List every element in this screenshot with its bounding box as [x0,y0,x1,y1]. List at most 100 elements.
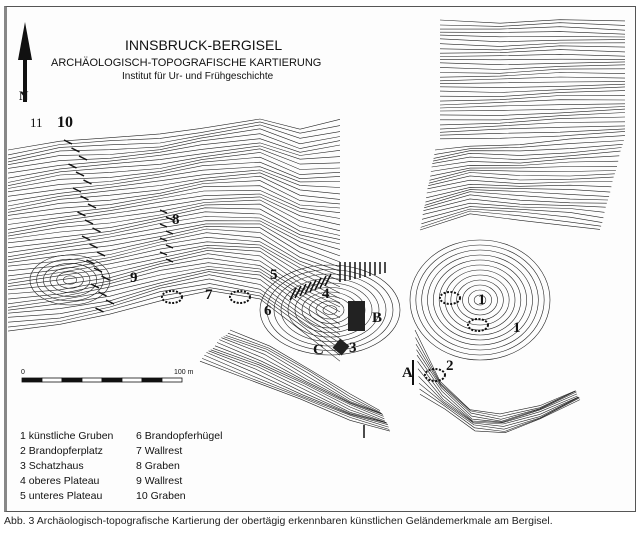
contour-line [7,244,341,294]
pit-symbol [229,290,251,304]
figure-caption: Abb. 3 Archäologisch-topografische Karti… [4,515,553,527]
contour-line [439,90,626,97]
graben-hachure [93,267,103,273]
graben-hachure [84,219,94,225]
legend-right: 6 Brandopferhügel 7 Wallrest 8 Graben 9 … [136,429,222,504]
legend-item: 3 Schatzhaus [20,460,84,472]
contour-line [7,169,341,202]
graben-hachure [71,147,80,153]
contour-line [439,34,626,38]
contour-line [7,211,341,245]
scale-bar-segment [81,377,103,383]
contour-line [433,144,623,159]
contour-line [439,31,626,35]
hachure [294,285,302,299]
hill-contour [433,259,527,341]
graben-hachure [83,179,92,185]
contour-line [431,155,620,168]
graben-hachure [92,227,101,233]
hachure [309,279,317,293]
scale-bar-segment [61,377,83,383]
hill-contour [56,271,84,289]
contour-line [414,329,576,415]
contour-line [206,352,388,425]
graben-hachure [63,139,73,145]
plateau-contour [308,296,352,324]
contour-line [439,42,626,47]
graben-hachure [87,203,97,209]
contour-line [212,348,386,423]
contour-line [434,135,626,151]
contour-line [7,223,341,263]
contour-line [439,53,626,57]
graben-hachure [81,235,91,241]
contour-line [7,156,341,189]
contour-line [429,169,616,181]
contour-line [221,337,384,415]
map-label-10: 10 [57,114,73,131]
contour-line [216,342,385,420]
scale-end: 100 m [174,369,194,376]
contour-line [7,128,341,163]
hachure [314,277,322,291]
contour-line [430,166,618,177]
graben-hachure [77,211,86,217]
hill-contour [409,239,551,361]
contour-line [7,166,341,197]
legend-left: 1 künstliche Gruben 2 Brandopferplatz 3 … [20,429,113,504]
scale-bar-segment [121,377,143,383]
contour-line [439,68,626,74]
legend-item: 2 Brandopferplatz [20,445,103,457]
contour-line [416,354,578,423]
contour-line [7,152,341,186]
scale-bar-segment [21,377,43,383]
graben-hachure [75,171,85,177]
hill-contour [49,267,91,293]
schatzhaus-building-B [348,301,365,331]
contour-line [7,193,341,225]
map-label-9: 9 [130,270,138,286]
contour-line [439,81,626,84]
contour-line [439,61,626,66]
graben-hachure [101,275,110,281]
legend-item: 5 unteres Plateau [20,490,103,502]
legend-item: 8 Graben [136,460,180,472]
contour-line [415,337,576,417]
contour-line [7,220,341,257]
map-label-11: 11 [30,115,43,130]
contour-line [7,278,341,344]
contour-line [439,58,626,61]
contour-line [7,199,341,234]
contour-line [418,382,580,430]
graben-hachure [96,251,106,257]
contour-line [229,329,381,411]
contour-line [7,145,341,179]
contour-line [424,194,607,209]
graben-hachure [105,299,115,305]
graben-hachure [86,259,95,265]
scale-bar-segment [41,377,63,383]
contour-line [227,332,381,413]
contour-line [7,148,341,183]
contour-line [439,106,626,112]
graben-hachure [98,291,107,297]
contour-line [439,121,626,130]
hill-contour [450,274,510,326]
contour-line [7,161,341,193]
plateau-contour [259,264,401,356]
contour-line [439,19,626,24]
map-label-C: C [313,342,324,358]
plateau-contour [273,273,387,347]
north-label: N [19,88,29,103]
contour-line [424,191,609,206]
contour-line [439,83,626,88]
contour-line [423,198,606,211]
contour-line [7,180,341,213]
scale-bar-segment [101,377,123,383]
hachure [304,281,312,295]
map-label-A: A [402,365,413,381]
hill-contour [63,275,77,285]
contour-line [7,203,341,237]
hachure [324,273,332,287]
